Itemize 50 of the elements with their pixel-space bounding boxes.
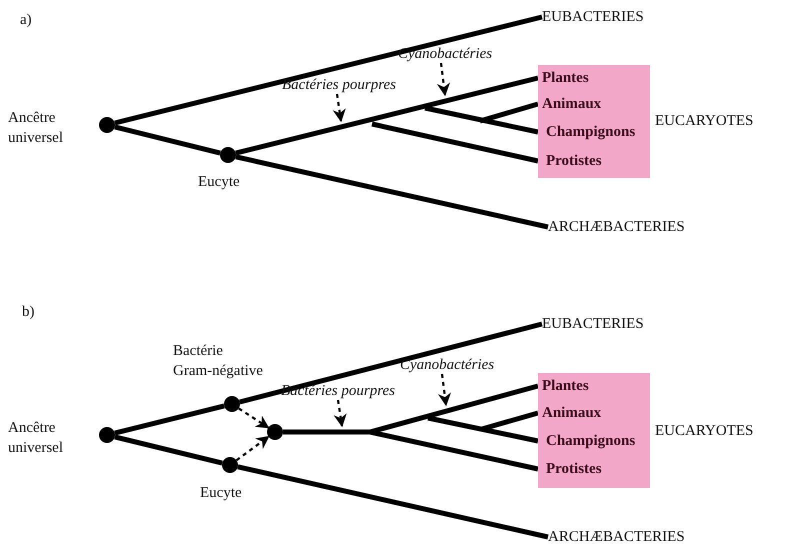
arrow-label: Cyanobactéries bbox=[400, 356, 494, 374]
node-label: Eucyte bbox=[200, 484, 242, 503]
branch-line bbox=[424, 106, 539, 134]
arrow bbox=[436, 62, 450, 96]
taxon-label: Protistes bbox=[538, 151, 602, 171]
node-label: EUCARYOTES bbox=[655, 112, 754, 131]
taxon-label: Champignons bbox=[538, 431, 636, 451]
branch-line bbox=[481, 410, 539, 432]
branch-line bbox=[114, 434, 223, 466]
node-dot bbox=[99, 117, 115, 133]
group-panel bbox=[538, 65, 650, 178]
node-dot bbox=[99, 427, 115, 443]
branch-line bbox=[479, 102, 539, 124]
branch-line bbox=[283, 384, 539, 434]
node-dot bbox=[220, 147, 236, 163]
panel-letter: a) bbox=[20, 11, 32, 30]
branch-line bbox=[114, 403, 225, 436]
taxon-label: EUBACTERIES bbox=[542, 7, 644, 27]
arrow bbox=[236, 436, 270, 462]
node-label: Eucyte bbox=[198, 173, 240, 192]
node-label: Ancêtre universel bbox=[8, 109, 64, 148]
taxon-label: Champignons bbox=[538, 122, 636, 142]
arrow bbox=[332, 94, 346, 122]
taxon-label: Animaux bbox=[538, 94, 602, 114]
panel-letter: b) bbox=[22, 303, 34, 322]
branch-line bbox=[239, 322, 543, 404]
arrow bbox=[334, 400, 347, 428]
arrow bbox=[438, 374, 452, 406]
taxon-label: Animaux bbox=[538, 403, 602, 423]
taxon-label: Plantes bbox=[538, 376, 589, 396]
taxon-label: EUBACTERIES bbox=[542, 314, 644, 334]
node-dot bbox=[267, 424, 283, 440]
taxon-label: Protistes bbox=[538, 459, 602, 479]
branch-line bbox=[235, 76, 539, 156]
branch-line bbox=[369, 430, 539, 472]
group-panel bbox=[538, 373, 650, 488]
taxon-label: ARCHÆBACTERIES bbox=[548, 217, 685, 237]
branch-line bbox=[114, 14, 543, 126]
branch-line bbox=[235, 154, 549, 230]
arrow bbox=[238, 407, 270, 429]
taxon-label: ARCHÆBACTERIES bbox=[548, 527, 685, 547]
node-label: Bactérie Gram-négative bbox=[173, 342, 264, 381]
node-dot bbox=[224, 396, 240, 412]
node-label: Ancêtre universel bbox=[8, 419, 64, 458]
branch-line bbox=[114, 124, 221, 156]
branch-line bbox=[371, 122, 539, 164]
node-dot bbox=[222, 457, 238, 473]
taxon-label: Plantes bbox=[538, 68, 589, 88]
node-label: EUCARYOTES bbox=[655, 422, 754, 441]
branch-line bbox=[237, 464, 549, 540]
